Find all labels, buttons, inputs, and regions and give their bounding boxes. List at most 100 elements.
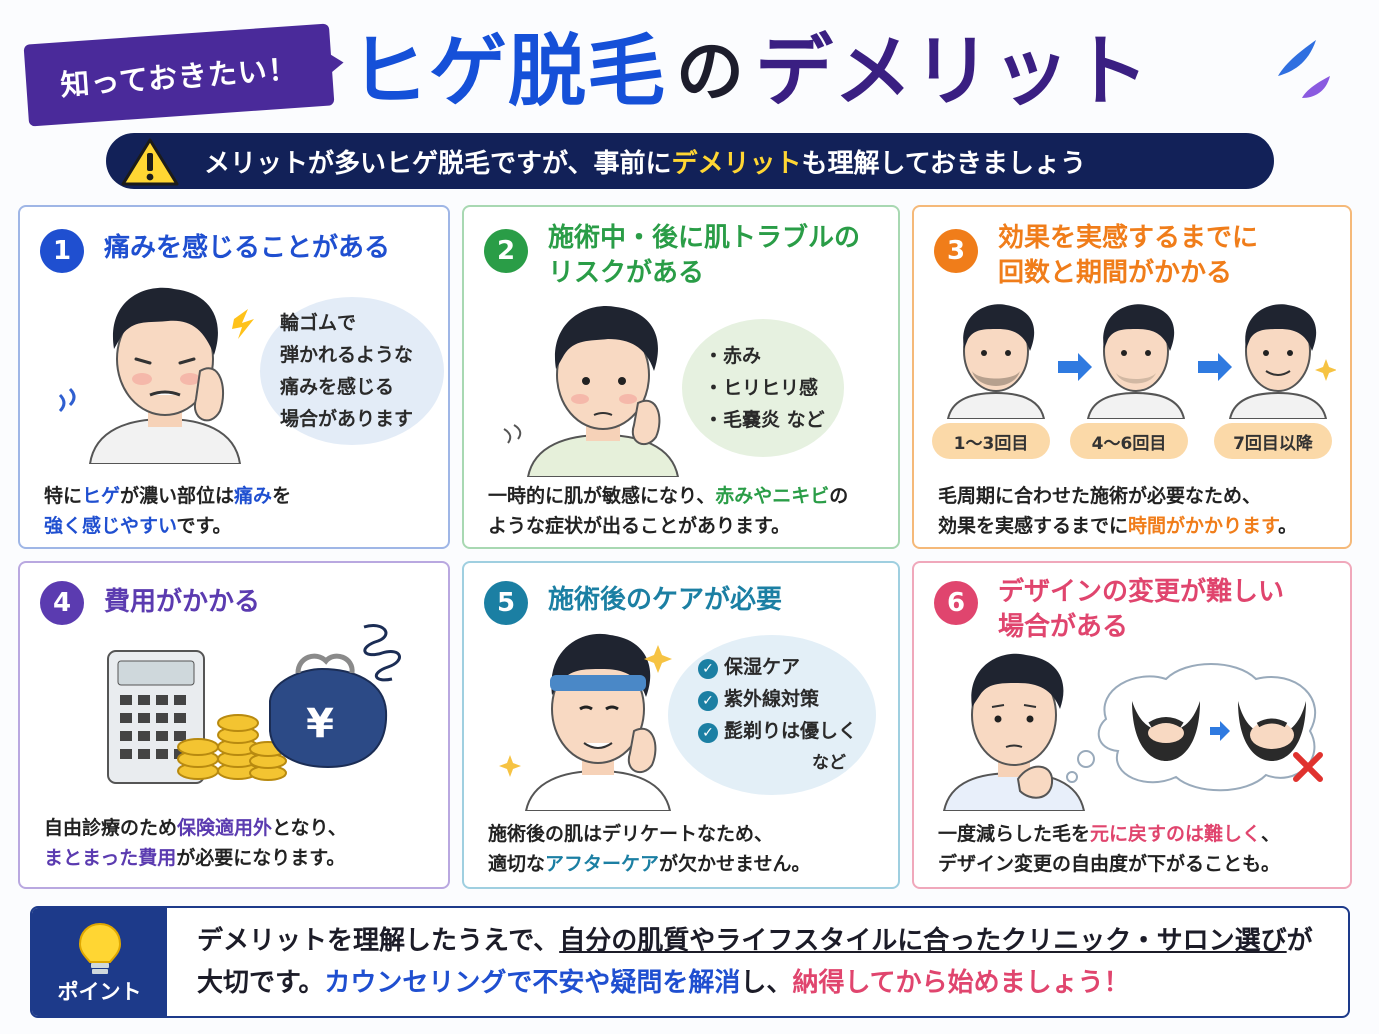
text-run: デザイン変更の自由度が下がることも。 [938,853,1281,875]
page-title: ヒゲ脱毛 の デメリット [350,10,1150,120]
point-box: ポイント デメリットを理解したうえで、自分の肌質やライフスタイルに合ったクリニッ… [30,906,1350,1018]
text-run: が必要になります。 [176,847,346,869]
thought-cloud-illustration [1066,663,1323,792]
check-note: など [812,753,846,773]
text-run: 、 [1261,823,1281,845]
text-run: 施術後の肌はデリケートなため、 [488,823,774,845]
calculator-and-wallet-illustration [107,624,401,784]
beard-progress-illustration [946,304,1336,419]
card-title: 施術中・後に肌トラブルの リスクがある [548,223,861,288]
thinking-man-illustration [942,653,1086,811]
point-label-panel: ポイント [32,908,167,1016]
check-icon: ✓ [698,691,718,711]
point-line-2: 大切です。カウンセリングで不安や疑問を解消し、納得してから始めましょう！ [197,962,1338,1004]
calculator-icon [107,650,205,784]
warning-banner: メリットが多いヒゲ脱毛ですが、事前にデメリットも理解しておきましょう [106,133,1274,189]
text-run: です。 [176,515,232,537]
intro-badge: 知っておきたい！ [23,23,335,127]
face-middle-icon [1086,304,1186,419]
card-skin-trouble: 2 施術中・後に肌トラブルの リスクがある ・赤み ・ヒリヒリ感 ・毛嚢炎 など… [462,205,900,549]
bubble-line: ・ヒリヒリ感 [704,377,819,399]
text-run: まとまった費用 [44,847,177,869]
text-run: 強く感じやすい [44,515,177,537]
card-description: 毛周期に合わせた施術が必要なため、効果を実感するまでに時間がかかります。 [938,481,1336,541]
stage-label: 4〜6回目 [1070,423,1188,459]
text-run: 自分の肌質やライフスタイルに合ったクリニック・サロン選び [559,926,1287,956]
card-aftercare: 5 施術後のケアが必要 ✓保湿ケア ✓紫外線対策 ✓髭剃りは優しく など 施術後… [462,561,900,889]
warning-text-before: メリットが多いヒゲ脱毛ですが、事前に [204,148,672,179]
check-icon: ✓ [698,723,718,743]
card-description: 施術後の肌はデリケートなため、適切なアフターケアが欠かせません。 [488,819,884,879]
text-run: 効果を実感するまでに [938,515,1129,537]
text-run: が濃い部位は [120,485,235,507]
card-number: 4 [40,581,84,625]
bubble-line: ・毛嚢炎 など [704,409,825,431]
point-label: ポイント [57,980,142,1004]
warning-text: メリットが多いヒゲ脱毛ですが、事前にデメリットも理解しておきましょう [204,133,1258,189]
text-run: カウンセリングで不安や疑問を解消 [324,968,741,998]
check-label: 髭剃りは優しく [724,720,858,742]
card-description: 一度減らした毛を元に戻すのは難しく、デザイン変更の自由度が下がることも。 [938,819,1336,879]
coin-stack-icon [177,714,287,781]
arrow-right-icon [1198,353,1232,381]
card-description: 特にヒゲが濃い部位は痛みを強く感じやすいです。 [44,481,434,541]
face-before-icon [946,304,1046,419]
face-after-icon [1228,304,1336,419]
card-design-change: 6 デザインの変更が難しい 場合がある 一度減らした毛を元に戻すのは難しく、デザ… [912,561,1352,889]
sweat-drops-icon [1278,40,1330,98]
text-run: の [829,485,849,507]
stage-label: 7回目以降 [1214,423,1332,459]
text-run: 納得してから始めましょう！ [792,968,1130,998]
text-run: 一度減らした毛を [938,823,1091,845]
title-part-3: デメリット [755,27,1151,117]
text-run: 時間がかかります [1128,515,1279,537]
title-part-1: ヒゲ脱毛 [350,27,667,117]
title-part-2: の [676,32,746,112]
text-run: ヒゲ [82,485,121,507]
card-cost: 4 費用がかかる ¥ 自由診療のため保険適用外となり、まとまった費用が必要になり… [18,561,450,889]
card-number: 6 [934,581,978,625]
check-item: ✓ 髭剃りは優しく [698,715,876,747]
text-run: アフターケア [545,853,660,875]
text-run: 元に戻すのは難しく [1090,823,1262,845]
warning-highlight: デメリット [671,148,802,179]
card-number: 5 [484,581,528,625]
text-run: を [272,485,292,507]
card-title: 費用がかかる [104,587,261,617]
check-icon: ✓ [698,659,718,679]
wallet-icon [269,653,388,769]
lightbulb-icon [78,922,121,974]
arrow-right-icon [1058,353,1092,381]
bubble-line: 弾かれるような [280,344,414,366]
card-pain: 1 痛みを感じることがある 輪ゴムで 弾かれるような 痛みを感じる 場合がありま… [18,205,450,549]
bubble-line: 痛みを感じる [280,376,395,398]
speech-bubble: 輪ゴムで 弾かれるような 痛みを感じる 場合があります [260,297,444,445]
arrow-right-icon [1210,721,1230,741]
card-title: 痛みを感じることがある [104,233,391,263]
bubble-line: ・赤み [704,345,762,367]
spring-icon [363,624,401,682]
text-run: 自由診療のため [44,817,178,839]
bubble-line: 輪ゴムで [280,312,357,334]
man-in-pain-illustration [58,287,254,464]
text-run: となり、 [272,817,347,839]
point-line-1: デメリットを理解したうえで、自分の肌質やライフスタイルに合ったクリニック・サロン… [197,920,1338,962]
checklist-bubble: ✓ 保湿ケア ✓ 紫外線対策 ✓ 髭剃りは優しく など [668,635,876,795]
text-run: 赤みやニキビ [715,485,830,507]
text-run: デメリットを理解したうえで、 [197,926,560,956]
warning-icon [121,138,179,186]
text-run: 。 [1278,515,1298,537]
text-run: し、 [740,968,793,998]
text-run: ような症状が出ることがあります。 [488,515,791,537]
text-run: 一時的に肌が敏感になり、 [488,485,716,507]
check-label: 保湿ケア [724,656,801,678]
point-text: デメリットを理解したうえで、自分の肌質やライフスタイルに合ったクリニック・サロン… [197,920,1338,1004]
card-description: 一時的に肌が敏感になり、赤みやニキビのような症状が出ることがあります。 [488,481,884,541]
check-item: ✓ 保湿ケア [698,651,876,683]
card-number: 3 [934,229,978,273]
check-label: 紫外線対策 [724,688,820,710]
card-title: デザインの変更が難しい 場合がある [998,577,1285,642]
card-number: 2 [484,229,528,273]
bubble-line: 場合があります [280,408,414,430]
text-run: が欠かせません。 [659,853,811,875]
